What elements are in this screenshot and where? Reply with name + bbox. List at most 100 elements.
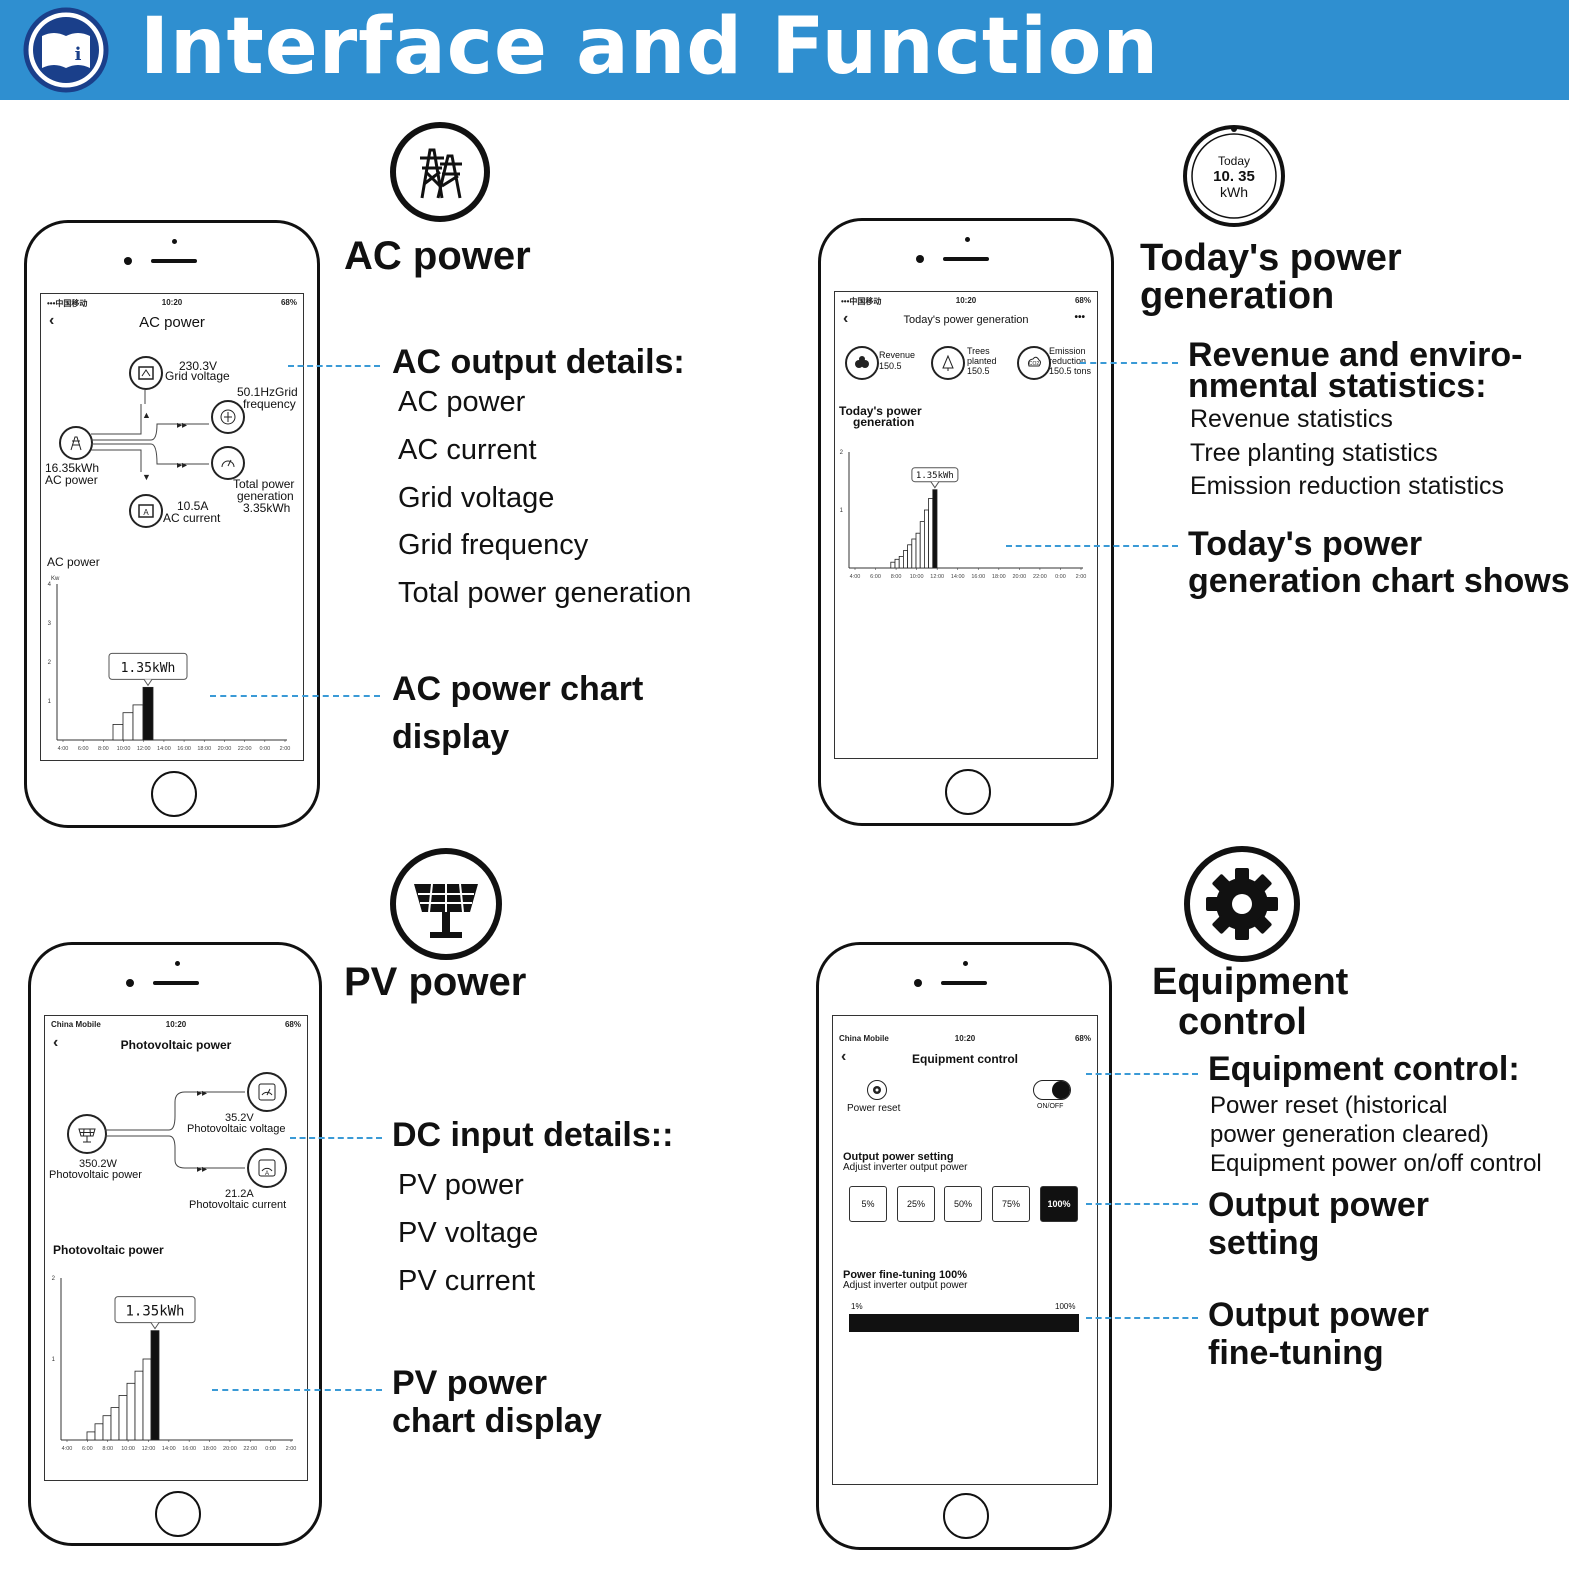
- bar: [118, 1395, 128, 1441]
- ac-item: Total power generation: [398, 577, 692, 609]
- connector-line: [1080, 362, 1178, 364]
- bar: [898, 556, 904, 569]
- ac-heading: AC power: [344, 234, 531, 278]
- fine-tuning-heading-2: fine-tuning: [1208, 1334, 1384, 1372]
- option-100[interactable]: 100%: [1040, 1186, 1078, 1222]
- bar: [919, 521, 925, 569]
- y-tick-label: 1: [52, 1357, 56, 1363]
- ac-item: Grid voltage: [398, 482, 555, 514]
- connector-line: [1086, 1073, 1198, 1075]
- home-button[interactable]: [155, 1491, 201, 1537]
- bar: [142, 1358, 152, 1441]
- total-value: 3.35kWh: [243, 501, 291, 515]
- revenue-title-2: nmental statistics:: [1188, 367, 1487, 405]
- grid-voltage-icon: [129, 356, 163, 390]
- svg-text:▼: ▼: [142, 472, 151, 482]
- grid-voltage-value: 230.3V: [179, 359, 218, 373]
- back-chevron-icon[interactable]: ‹: [841, 1048, 847, 1065]
- dc-input-title: DC input details::: [392, 1116, 674, 1154]
- x-tick-label: 14:00: [157, 746, 171, 752]
- x-tick-label: 10:00: [117, 746, 131, 752]
- screen-title: AC power: [139, 314, 205, 331]
- revenue-item: Tree planting statistics: [1190, 439, 1438, 467]
- screen-title: Photovoltaic power: [120, 1038, 232, 1052]
- bar: [126, 1382, 136, 1441]
- transmission-tower-icon: [390, 122, 490, 222]
- ac-power-value: 16.35kWh: [45, 461, 100, 475]
- option-75[interactable]: 75%: [992, 1186, 1030, 1222]
- power-slider[interactable]: [849, 1314, 1079, 1332]
- phone-pv: China Mobile 10:20 68% ‹ Photovoltaic po…: [28, 942, 322, 1546]
- today-heading-1: Today's power: [1140, 237, 1402, 279]
- output-setting-heading-2: setting: [1208, 1224, 1320, 1262]
- x-tick-label: 10:00: [121, 1446, 135, 1452]
- value-callout-pointer: [143, 679, 153, 687]
- bar: [150, 1330, 160, 1441]
- value-callout: 1.35kWh: [121, 661, 176, 676]
- solar-panel-icon: [67, 1114, 107, 1154]
- revenue-title-1: Revenue and enviro-: [1188, 336, 1523, 374]
- bar: [928, 498, 934, 569]
- option-25[interactable]: 25%: [897, 1186, 935, 1222]
- connector-line: [288, 365, 380, 367]
- bar: [110, 1407, 120, 1441]
- power-toggle[interactable]: [1033, 1080, 1071, 1100]
- slider-fill: [849, 1314, 1079, 1332]
- emission-value: 150.5 tons: [1049, 366, 1092, 376]
- svg-text:A: A: [143, 508, 149, 517]
- today-screen: •••中国移动 10:20 68% ‹ Today's power genera…: [834, 291, 1098, 759]
- ac-chart-title-1: AC power chart: [392, 670, 644, 708]
- x-tick-label: 22:00: [1033, 574, 1047, 580]
- back-chevron-icon[interactable]: ‹: [843, 310, 849, 327]
- bar: [94, 1423, 104, 1441]
- y-tick-label: 4: [48, 582, 52, 588]
- pv-power-label: Photovoltaic power: [49, 1169, 142, 1181]
- y-tick-label: 2: [52, 1276, 56, 1282]
- power-reset-label: Power reset: [847, 1103, 901, 1114]
- chart-title: Photovoltaic power: [53, 1243, 164, 1257]
- power-reset-button[interactable]: [867, 1080, 887, 1100]
- pv-voltage-value: 35.2V: [225, 1112, 254, 1124]
- home-button[interactable]: [151, 771, 197, 817]
- total-label-2: generation: [237, 489, 294, 503]
- screen-title: Today's power generation: [903, 314, 1029, 326]
- screen-title: Equipment control: [912, 1052, 1018, 1066]
- page-title: Interface and Function: [140, 2, 1160, 92]
- home-button[interactable]: [943, 1493, 989, 1539]
- back-chevron-icon[interactable]: ‹: [49, 312, 55, 329]
- ac-current-label: AC current: [163, 511, 221, 525]
- equip-heading-2: control: [1178, 1001, 1307, 1043]
- emission-label-2: reduction: [1049, 356, 1087, 366]
- today-chart-title-2: generation chart shows: [1188, 562, 1569, 600]
- x-tick-label: 0:00: [265, 1446, 276, 1452]
- bar: [911, 538, 917, 569]
- svg-text:▸▸: ▸▸: [177, 420, 187, 431]
- x-tick-label: 16:00: [182, 1446, 196, 1452]
- connector-line: [1006, 545, 1178, 547]
- y-tick-label: 2: [48, 660, 52, 666]
- pv-voltage-label: Photovoltaic voltage: [187, 1123, 286, 1135]
- flow-lines: ▸▸ ▸▸: [105, 1088, 245, 1175]
- connector-line: [1086, 1203, 1198, 1205]
- equipment-screen: China Mobile 10:20 68% ‹ Equipment contr…: [832, 1015, 1098, 1485]
- revenue-label: Revenue: [879, 350, 916, 360]
- x-tick-label: 16:00: [971, 574, 985, 580]
- option-50[interactable]: 50%: [944, 1186, 982, 1222]
- equip-heading-1: Equipment: [1152, 961, 1349, 1003]
- x-tick-label: 22:00: [238, 746, 252, 752]
- option-5[interactable]: 5%: [849, 1186, 887, 1222]
- bar: [122, 712, 134, 741]
- svg-text:CO2: CO2: [1029, 361, 1040, 367]
- bar: [924, 509, 930, 569]
- more-menu-icon[interactable]: •••: [1074, 312, 1085, 323]
- x-tick-label: 12:00: [137, 746, 151, 752]
- x-tick-label: 2:00: [280, 746, 291, 752]
- trees-label: Trees: [967, 346, 990, 356]
- home-button[interactable]: [945, 769, 991, 815]
- x-tick-label: 6:00: [82, 1446, 93, 1452]
- back-chevron-icon[interactable]: ‹: [53, 1034, 59, 1051]
- x-tick-label: 18:00: [992, 574, 1006, 580]
- x-tick-label: 16:00: [177, 746, 191, 752]
- today-chart-title-1: Today's power: [1188, 525, 1423, 563]
